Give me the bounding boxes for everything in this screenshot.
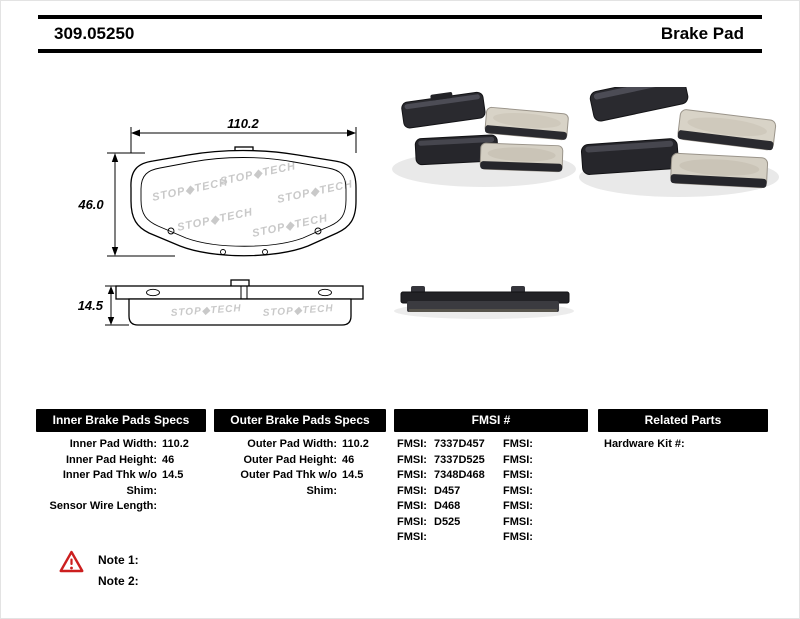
spec-value: 110.2	[342, 438, 369, 450]
table-row: FMSI: 7348D468 FMSI:	[394, 468, 588, 484]
fmsi-value	[546, 530, 588, 546]
table-row: Sensor Wire Length:	[36, 499, 206, 515]
table-row: Outer Pad Thk w/o Shim: 14.5	[214, 468, 386, 499]
fmsi-label: FMSI:	[397, 484, 427, 497]
fmsi-label: FMSI:	[503, 453, 533, 466]
table-row: Outer Pad Height: 46	[214, 453, 386, 469]
fmsi-table: FMSI # FMSI: 7337D457 FMSI: FMSI: 7337D5…	[394, 409, 588, 546]
pad-side-view: STOP◆TECH STOP◆TECH	[115, 279, 364, 326]
table-row: Inner Pad Height: 46	[36, 453, 206, 469]
fmsi-label: FMSI:	[397, 438, 427, 450]
spec-value: 14.5	[342, 469, 364, 481]
note-1: Note 1:	[98, 553, 139, 567]
fmsi-value	[434, 530, 500, 546]
fmsi-value: 7348D468	[434, 469, 485, 481]
fmsi-value	[546, 515, 588, 531]
spec-label: Inner Pad Thk w/o Shim:	[62, 469, 157, 497]
table-row: FMSI: D525 FMSI:	[394, 515, 588, 531]
watermark-text: STOP◆TECH	[170, 303, 242, 319]
fmsi-label: FMSI:	[503, 531, 533, 543]
photo-cluster-right	[579, 87, 779, 197]
warning-icon	[59, 550, 84, 573]
fmsi-label: FMSI:	[503, 500, 533, 512]
table-row: FMSI: D468 FMSI:	[394, 499, 588, 515]
table-row: FMSI: D457 FMSI:	[394, 484, 588, 500]
height-dimension: 46.0	[77, 152, 175, 257]
spec-value: 46	[342, 453, 355, 466]
related-parts-table: Related Parts Hardware Kit #:	[598, 409, 768, 453]
table-row: FMSI: FMSI:	[394, 530, 588, 546]
fmsi-value	[546, 484, 588, 500]
part-number: 309.05250	[54, 24, 135, 43]
header-bottom-rule	[38, 49, 762, 53]
header-top-rule	[38, 15, 762, 19]
fmsi-label: FMSI:	[397, 531, 427, 543]
fmsi-label: FMSI:	[397, 453, 427, 466]
table-row: FMSI: 7337D457 FMSI:	[394, 437, 588, 453]
fmsi-label: FMSI:	[503, 484, 533, 497]
fmsi-value	[546, 453, 588, 469]
spec-value: 110.2	[162, 438, 189, 450]
table-row: Inner Pad Thk w/o Shim: 14.5	[36, 468, 206, 499]
spec-label: Sensor Wire Length:	[49, 500, 157, 512]
fmsi-value: D525	[434, 515, 461, 528]
table-row: FMSI: 7337D525 FMSI:	[394, 453, 588, 469]
related-part-label: Hardware Kit #:	[604, 438, 685, 450]
fmsi-label: FMSI:	[397, 515, 427, 528]
table-row: Outer Pad Width: 110.2	[214, 437, 386, 453]
fmsi-value	[546, 468, 588, 484]
fmsi-value: 7337D457	[434, 438, 485, 450]
spec-label: Inner Pad Height:	[65, 453, 157, 466]
pad-side-photo	[394, 286, 574, 319]
height-dimension-label: 46.0	[77, 197, 104, 212]
table-row: Inner Pad Width: 110.2	[36, 437, 206, 453]
spec-label: Outer Pad Thk w/o Shim:	[240, 469, 337, 497]
width-dimension: 110.2	[130, 116, 357, 153]
spec-value: 14.5	[162, 469, 184, 481]
fmsi-label: FMSI:	[503, 515, 533, 528]
product-photos	[392, 87, 779, 319]
outer-specs-table: Outer Brake Pads Specs Outer Pad Width: …	[214, 409, 386, 499]
fmsi-label: FMSI:	[397, 469, 427, 481]
fmsi-value: 7337D525	[434, 453, 485, 466]
table-row: Hardware Kit #:	[598, 437, 768, 453]
notes-section: Note 1: Note 2:	[59, 550, 139, 592]
technical-drawing: 110.2 46.0 STOP◆TECH STOP◆TECH STOP◆TECH…	[77, 116, 364, 326]
product-title: Brake Pad	[660, 24, 744, 43]
spec-value: 46	[162, 453, 175, 466]
note-2: Note 2:	[98, 574, 139, 588]
fmsi-value	[546, 499, 588, 515]
fmsi-value: D457	[434, 484, 461, 497]
fmsi-label: FMSI:	[503, 469, 533, 481]
fmsi-label: FMSI:	[397, 500, 427, 512]
thickness-dimension: 14.5	[78, 285, 129, 326]
fmsi-label: FMSI:	[503, 438, 533, 450]
photo-cluster-left	[392, 91, 576, 187]
spec-label: Inner Pad Width:	[69, 438, 157, 450]
spec-value	[162, 499, 206, 515]
thickness-dimension-label: 14.5	[78, 298, 104, 313]
spec-label: Outer Pad Height:	[243, 453, 337, 466]
width-dimension-label: 110.2	[227, 116, 259, 131]
fmsi-value: D468	[434, 500, 461, 512]
watermark-text: STOP◆TECH	[262, 303, 334, 319]
fmsi-header: FMSI #	[394, 409, 588, 432]
fmsi-value	[546, 437, 588, 453]
inner-specs-header: Inner Brake Pads Specs	[36, 409, 206, 432]
pad-top-view: STOP◆TECH STOP◆TECH STOP◆TECH STOP◆TECH …	[130, 146, 357, 257]
inner-specs-table: Inner Brake Pads Specs Inner Pad Width: …	[36, 409, 206, 515]
spec-label: Outer Pad Width:	[247, 438, 337, 450]
outer-specs-header: Outer Brake Pads Specs	[214, 409, 386, 432]
related-parts-header: Related Parts	[598, 409, 768, 432]
header-bar: 309.05250 Brake Pad	[38, 15, 762, 53]
